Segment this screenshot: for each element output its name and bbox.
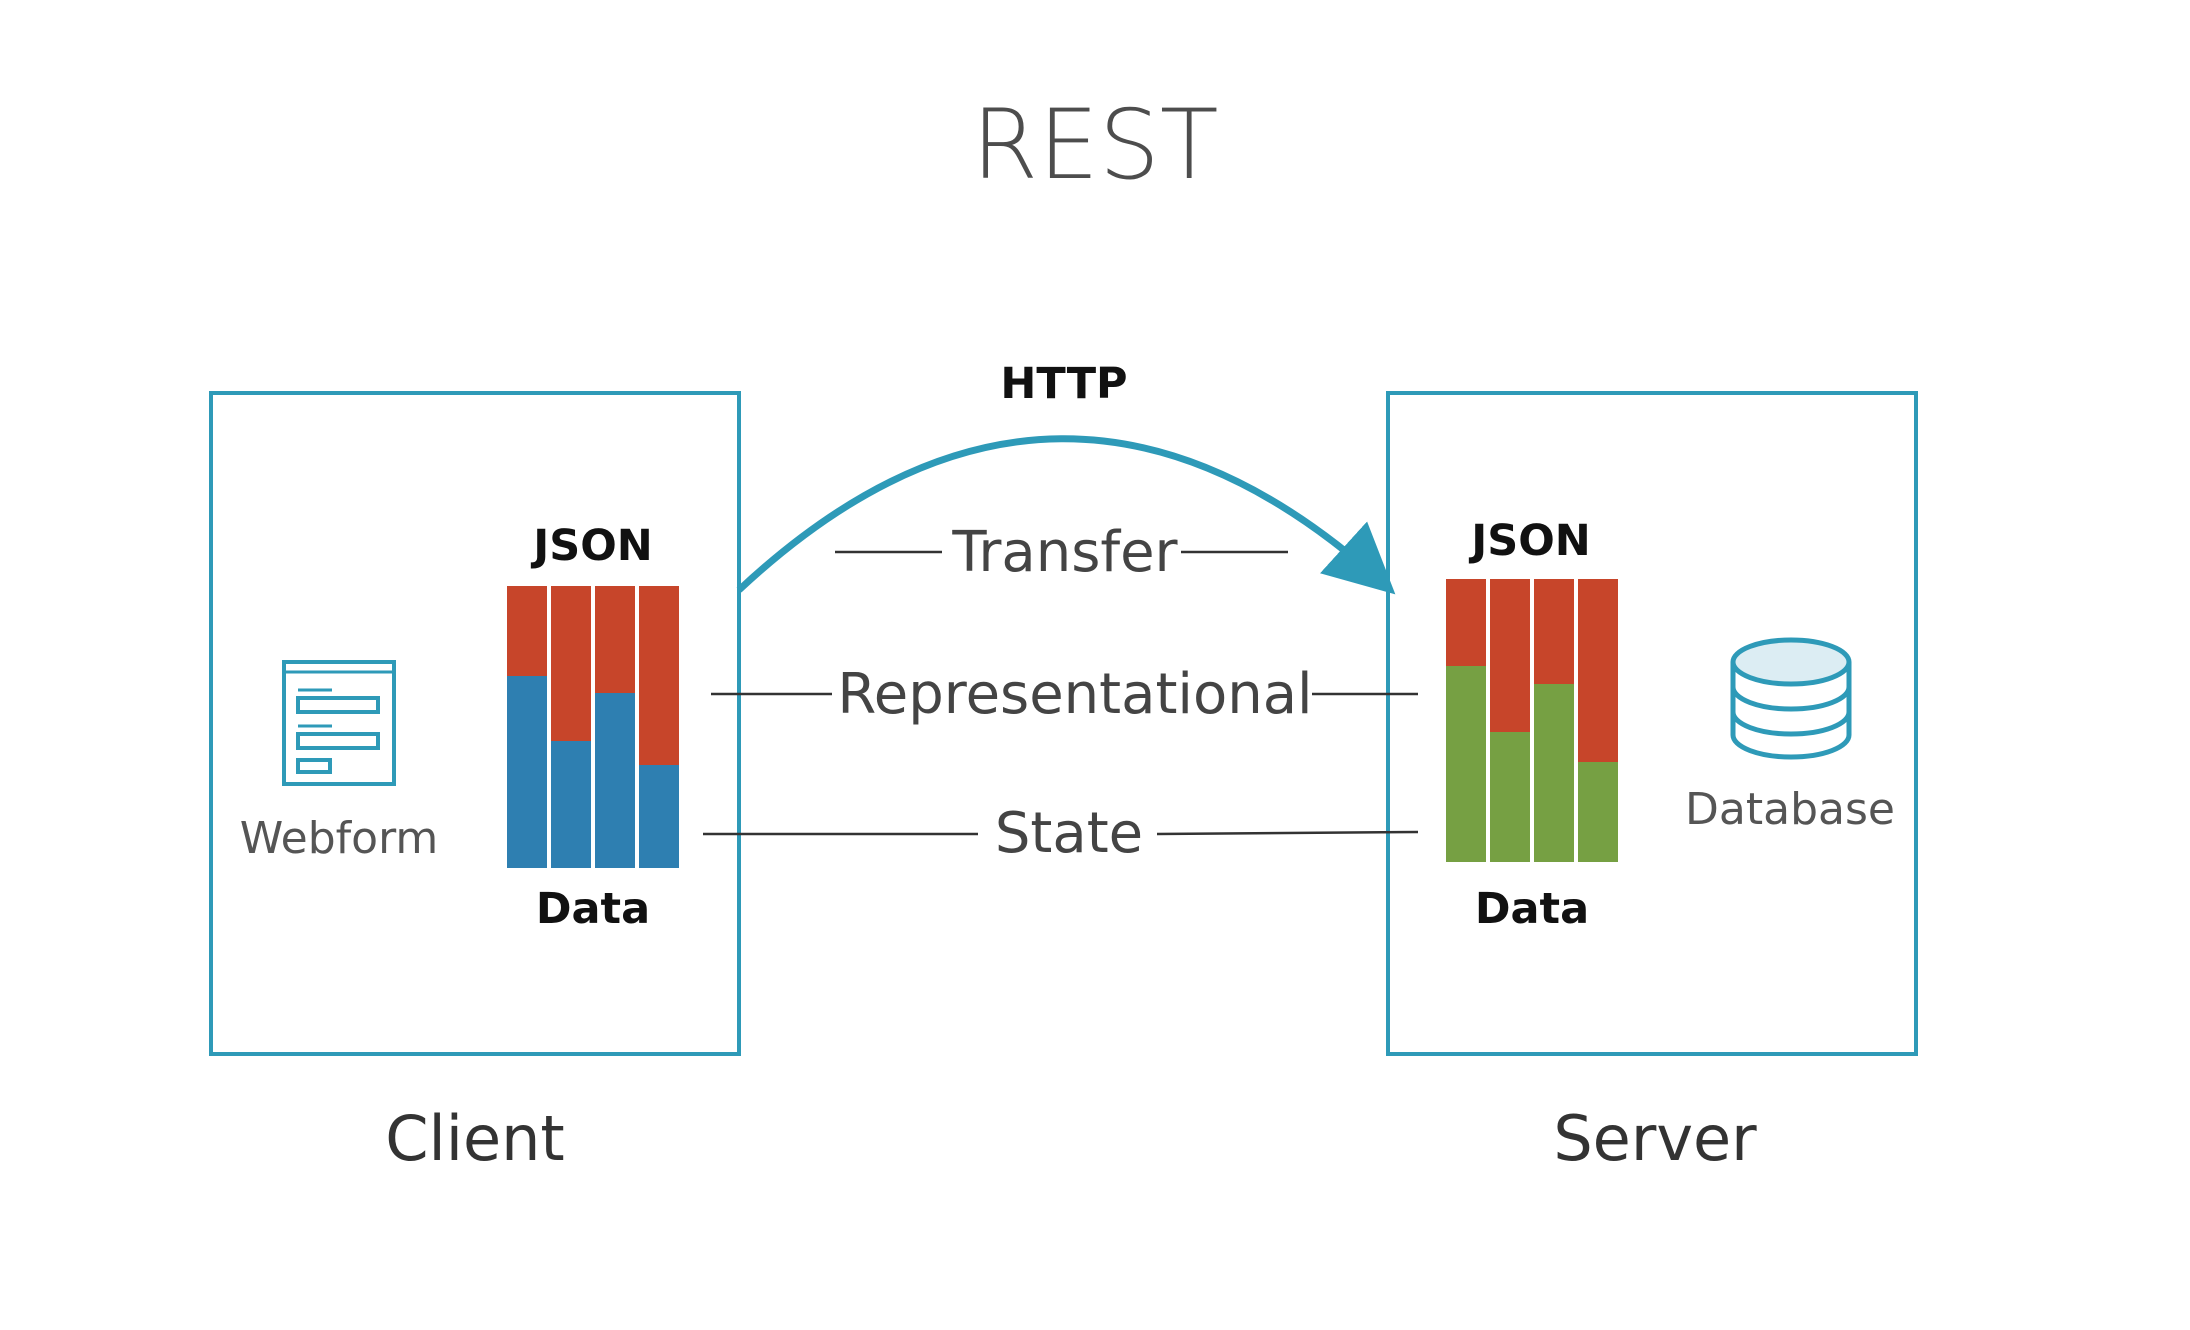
database-label: Database [1685,784,1895,835]
http-label: HTTP [1000,359,1127,409]
server-data-bars [1446,579,1618,862]
server-label: Server [1553,1102,1757,1175]
database-icon [1730,637,1852,760]
http-arrow [736,435,1396,595]
server-json-label: JSON [1468,516,1591,566]
client-label: Client [385,1102,565,1175]
state-label: State [995,801,1143,866]
representational-label: Representational [837,662,1312,727]
diagram-title: REST [972,89,1219,201]
client-json-label: JSON [530,521,653,571]
client-box [209,391,741,1056]
client-data-bars [507,586,679,868]
webform-label: Webform [240,813,439,864]
server-data-label: Data [1475,884,1589,934]
transfer-label: Transfer [951,520,1178,585]
state-line-right [1156,830,1419,836]
client-data-label: Data [536,884,650,934]
server-box [1386,391,1918,1056]
webform-icon [282,660,396,786]
